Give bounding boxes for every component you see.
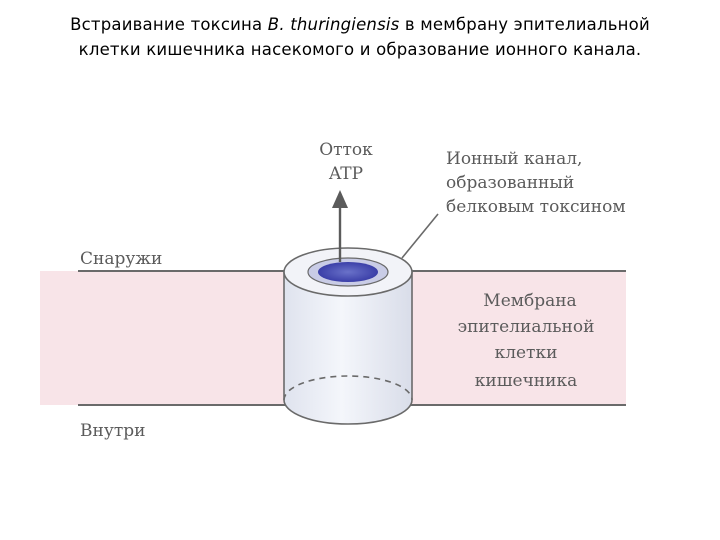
slide-title: Встраивание токсина B. thuringiensis в м… (20, 12, 700, 62)
channel-pore (318, 262, 378, 282)
label-channel-line1: Ионный канал, (446, 149, 582, 169)
label-membrane-line3: клетки (495, 343, 558, 363)
label-efflux-line1: Отток (319, 140, 373, 160)
label-channel-line3: белковым токсином (446, 197, 626, 217)
label-channel-line2: образованный (446, 173, 574, 193)
channel-label-pointer (401, 213, 439, 259)
label-efflux-line2: ATP (328, 164, 363, 184)
title-prefix: Встраивание токсина (70, 15, 268, 34)
title-species: B. thuringiensis (267, 15, 400, 34)
ion-channel-cylinder (283, 247, 413, 425)
title-suffix: в мембрану эпителиальной (399, 15, 650, 34)
label-membrane-line1: Мембрана (483, 291, 576, 311)
title-line2: клетки кишечника насекомого и образовани… (78, 40, 642, 59)
label-outside: Снаружи (80, 249, 162, 269)
label-membrane-line4: кишечника (475, 371, 577, 391)
efflux-arrow (332, 190, 348, 262)
label-inside: Внутри (80, 421, 145, 441)
label-membrane-line2: эпителиальной (458, 317, 595, 337)
